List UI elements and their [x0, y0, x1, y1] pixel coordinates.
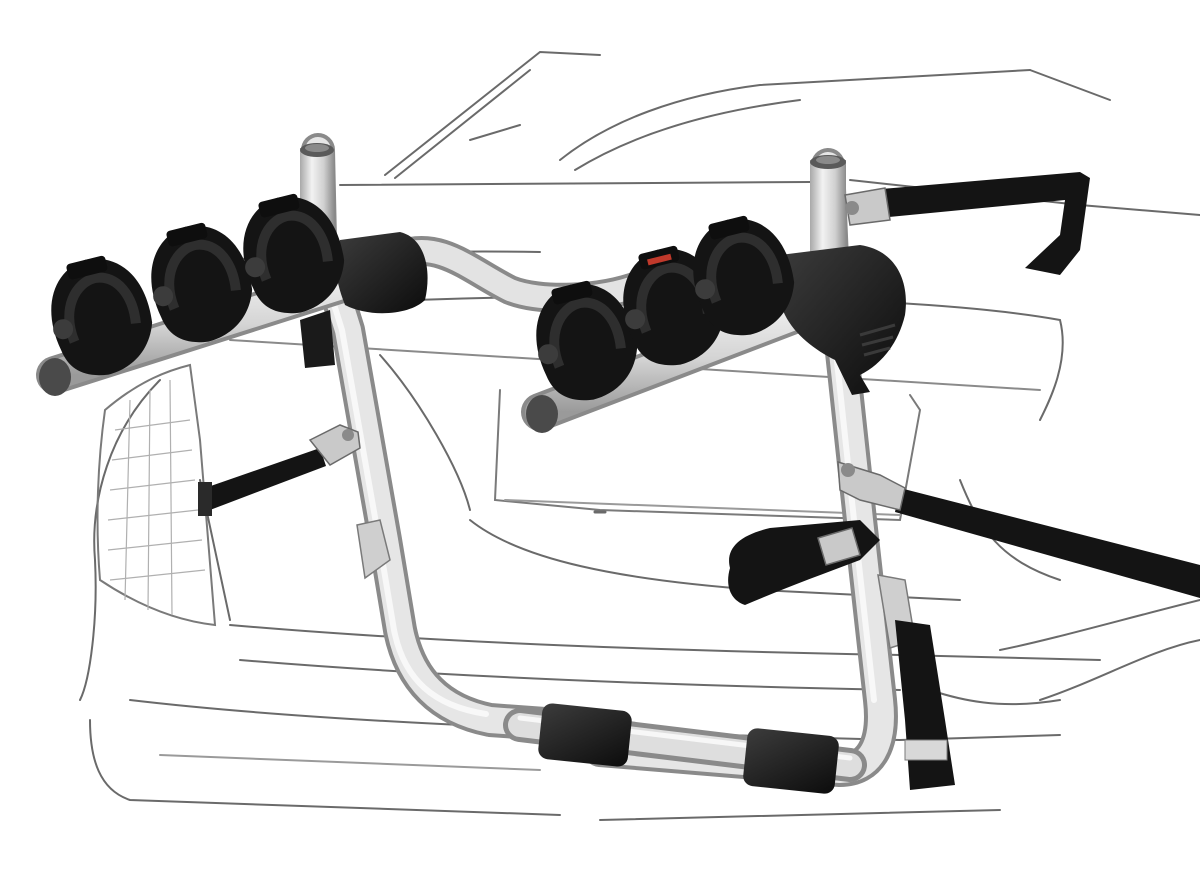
- right-arm-end-cap: [526, 395, 558, 433]
- red-reflector: [647, 253, 672, 266]
- cradle-6: [693, 215, 795, 336]
- right-bike-cradles: [536, 215, 795, 401]
- top-right-strap: [870, 172, 1090, 275]
- left-bike-cradles: [51, 193, 345, 376]
- coiled-strap: [728, 520, 880, 605]
- buckles: [308, 187, 906, 580]
- cradle-4: [536, 280, 638, 401]
- left-hub-tab: [300, 310, 335, 368]
- cradle-1: [51, 255, 153, 376]
- car-outline-sketch: [79, 50, 1200, 821]
- right-hub-ribs: [859, 323, 896, 357]
- side-right-strap: [895, 488, 1200, 598]
- left-hook-strap: [198, 448, 326, 516]
- right-arm-hub: [776, 245, 906, 395]
- left-arm-hub: [335, 232, 428, 314]
- lower-bumper-pads: [538, 703, 839, 794]
- right-top-post: [810, 155, 846, 260]
- cradle-3: [243, 193, 345, 314]
- lower-right-hook: [877, 574, 955, 790]
- taillight-texture: [107, 379, 206, 616]
- left-arm-end-cap: [39, 358, 71, 396]
- cradle-2: [151, 222, 253, 343]
